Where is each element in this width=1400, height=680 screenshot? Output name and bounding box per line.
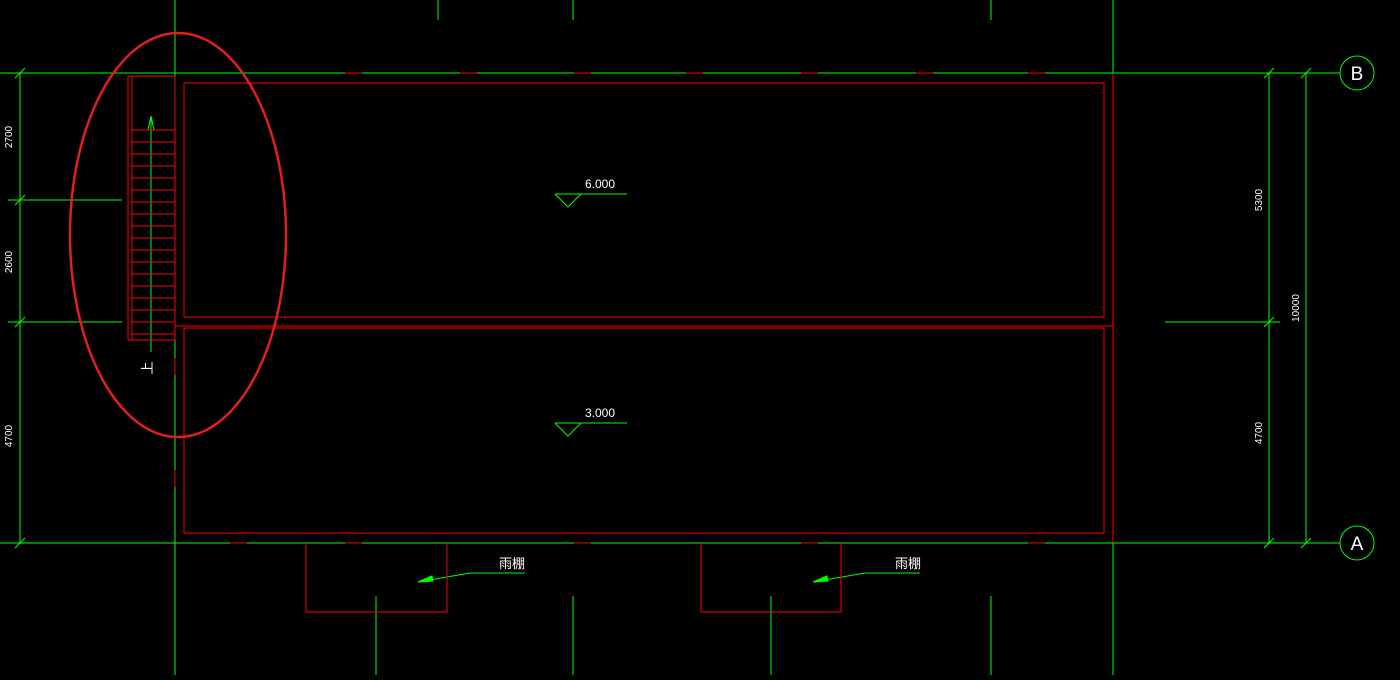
column-ticks <box>174 72 1114 544</box>
grid-bubble-b <box>1339 55 1375 91</box>
elevation-upper: 6.000 <box>585 177 615 191</box>
right-dim-total: 10000 <box>1291 294 1302 322</box>
elevation-marker-lower-icon <box>554 422 582 437</box>
walls <box>127 73 1114 613</box>
grid-label-a: A <box>1351 534 1364 555</box>
stair-outline <box>127 75 176 341</box>
grid-label-b: B <box>1351 64 1364 85</box>
right-dim-upper: 5300 <box>1254 188 1265 211</box>
leader-arrow-icon <box>417 575 434 583</box>
left-dim-2: 2600 <box>4 250 15 273</box>
highlight-ellipse <box>68 31 288 439</box>
canopy-label-left: 雨棚 <box>499 556 525 571</box>
stair-treads <box>132 129 175 335</box>
grid-bubble-a <box>1339 525 1375 561</box>
left-dim-1: 2700 <box>4 125 15 148</box>
canopy-leader-left <box>417 572 525 583</box>
grid-lines <box>0 0 1375 675</box>
stair-arrow-icon <box>147 115 155 131</box>
upper-floor-slab <box>183 82 1105 318</box>
canopy-left <box>305 543 448 613</box>
canopy-right <box>700 543 842 613</box>
leader-arrow-icon <box>812 575 829 583</box>
canopy-leader-right <box>812 572 920 583</box>
stair-up-label: 上 <box>140 361 155 374</box>
right-dim-lower: 4700 <box>1254 421 1265 444</box>
elevation-marker-upper-icon <box>554 193 582 208</box>
lower-floor-slab <box>183 327 1105 534</box>
elevation-lower: 3.000 <box>585 406 615 420</box>
left-dim-3: 4700 <box>4 424 15 447</box>
canopy-label-right: 雨棚 <box>895 556 921 571</box>
